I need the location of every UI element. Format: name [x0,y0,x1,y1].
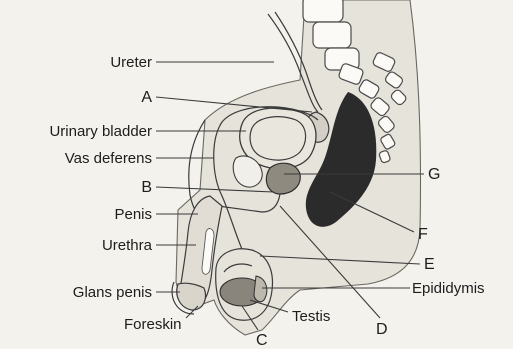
label-urinary-bladder: Urinary bladder [49,123,152,140]
label-b: B [141,179,152,196]
prostate-gland [266,163,300,194]
label-epididymis: Epididymis [412,280,485,297]
label-e: E [424,256,435,273]
label-foreskin: Foreskin [124,316,182,333]
label-f: F [418,226,428,243]
label-testis: Testis [292,308,330,325]
label-a: A [141,89,152,106]
label-penis: Penis [114,206,152,223]
label-d: D [376,321,388,338]
label-urethra: Urethra [102,237,153,254]
label-glans-penis: Glans penis [73,284,152,301]
label-vas-deferens: Vas deferens [65,150,152,167]
label-c: C [256,332,268,349]
label-ureter: Ureter [110,54,152,71]
label-g: G [428,166,440,183]
